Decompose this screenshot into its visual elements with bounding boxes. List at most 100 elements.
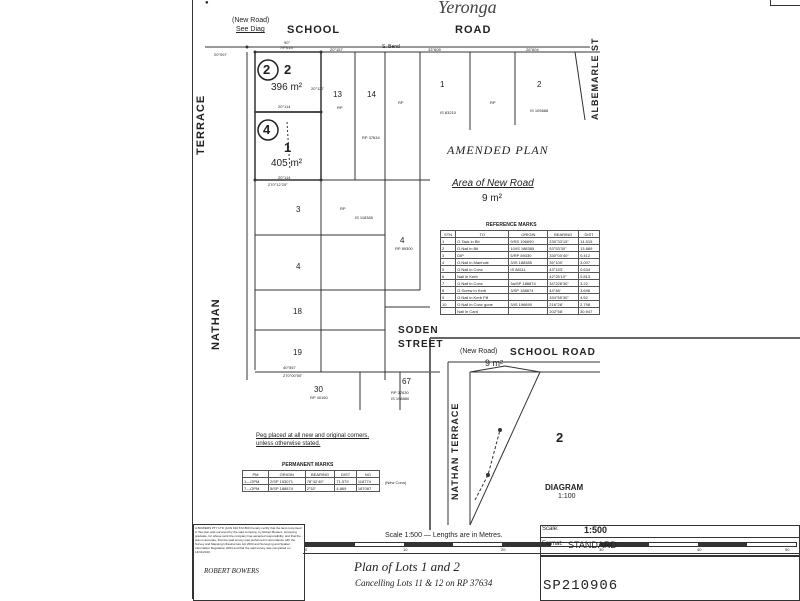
scale-tick-50: 50: [785, 547, 790, 552]
bearing-6: 28°604: [526, 47, 539, 52]
lot-19: 19: [293, 348, 302, 357]
plan-ref-1: RP: [337, 105, 343, 110]
reference_marks-cell: 3: [439, 251, 457, 259]
reference_marks-cell: 3.22: [578, 279, 600, 287]
plan-ref-4: IS 83210: [440, 110, 457, 115]
plan-ref-9: RP 89300: [395, 246, 413, 251]
format-value: STANDARD: [568, 540, 617, 550]
plan-ref-7: RP: [340, 206, 346, 211]
reference_marks-cell: O.Nail in Kerb Fill: [455, 293, 510, 301]
plan-ref-6: IS 105688: [530, 108, 549, 113]
reference_marks-cell: 44°48’: [547, 286, 580, 294]
reference_marks-cell: 0.412: [578, 251, 600, 259]
reference_marks-cell: O.Nail in Conc: [455, 265, 510, 273]
reference_marks-cell: 3/SP 188874: [508, 286, 549, 294]
plan-number: SP210906: [543, 578, 619, 594]
school-road-label-1: SCHOOL: [287, 24, 341, 36]
reference-marks-title: REFERENCE MARKS: [486, 222, 537, 228]
nathan-label: NATHAN: [210, 298, 222, 350]
reference_marks-cell: 3a/SP 188874: [508, 279, 549, 287]
plan-title: Plan of Lots 1 and 2: [354, 559, 460, 574]
reference_marks-cell: 42°25’10”: [547, 272, 580, 280]
reference_marks-cell: O.Nail in Conc gone: [455, 300, 510, 308]
scale-bar: [305, 542, 797, 547]
ref-col-to: TO: [455, 230, 510, 238]
format-label: Format:: [542, 541, 563, 547]
amended-plan-stamp: AMENDED PLAN: [447, 143, 549, 157]
circled-lot-1: 4: [263, 122, 271, 137]
reference_marks-cell: 43°153’: [547, 265, 580, 273]
plan-ref-5: RP: [490, 100, 496, 105]
pm-col-bearing: BEARING: [304, 470, 336, 478]
reference_marks-cell: 9/SS 196690: [508, 237, 549, 245]
permanent_marks-cell: 71.579: [334, 477, 357, 485]
school-road-label-2: ROAD: [455, 24, 492, 36]
permanent_marks-cell: 118774: [355, 477, 381, 485]
plan-ref-10: RP 40160: [310, 395, 328, 400]
permanent_marks-cell: 187087: [355, 484, 381, 492]
reference_marks-cell: O.Nail in Manhole: [455, 258, 510, 266]
plan-ref-8: IS 118385: [355, 215, 373, 220]
reference_marks-cell: IS 88111: [508, 265, 549, 273]
bearing-8: 20°127: [311, 86, 324, 91]
lot-1-number: 1: [284, 140, 292, 155]
pm-col-no: NO: [355, 470, 381, 478]
permanent_marks-cell: 7—OPM: [242, 484, 269, 492]
permanent_marks-cell: 4.869: [334, 484, 357, 492]
plan-ref-12: IS 198880: [391, 396, 410, 401]
s-bend-label: S. Bend: [382, 44, 400, 50]
terrace-label: TERRACE: [195, 94, 207, 155]
reference_marks-cell: [508, 272, 549, 280]
reference_marks-cell: 2: [439, 244, 457, 252]
circled-lot-2: 2: [263, 62, 271, 77]
ref-header-row: STN TO ORIGIN BEARING DIST: [439, 230, 600, 238]
reference_marks-cell: 5/RP 89330: [508, 251, 549, 259]
bearing-5: 33°605: [428, 47, 441, 52]
reference_marks-cell: Nail in Card: [455, 307, 510, 315]
ref-col-origin: ORIGIN: [508, 230, 549, 238]
reference_marks-cell: 330°00’40”: [547, 251, 580, 259]
diagram-area: 9 m²: [485, 358, 503, 368]
reference_marks-cell: [439, 307, 457, 315]
lot-2-east: 2: [537, 80, 542, 89]
pm-col-dist: DIST: [334, 470, 357, 478]
lot-4-east: 4: [400, 236, 405, 245]
page-frame: [192, 0, 800, 599]
lot-1-east: 1: [440, 80, 445, 89]
reference_marks-cell: DIP: [455, 251, 510, 259]
reference_marks-cell: 8: [439, 286, 457, 294]
soden-label-2: STREET: [398, 339, 444, 350]
pm-col-pm: PM: [242, 470, 269, 478]
reference_marks-cell: Nail in Kerb: [455, 272, 510, 280]
reference_marks-cell: 202°58’: [547, 307, 580, 315]
reference_marks-cell: 0.634: [578, 265, 600, 273]
lot-2-number: 2: [284, 62, 292, 77]
lot-13: 13: [333, 90, 342, 99]
pm-col-origin: ORIGIN: [267, 470, 306, 478]
reference_marks-cell: O.Nail in Bit: [455, 244, 510, 252]
reference_marks-cell: 13.889: [578, 244, 600, 252]
lot-3: 3: [296, 205, 301, 214]
reference_marks-cell: 5: [439, 265, 457, 273]
reference_marks-cell: O.Screw in Kerb: [455, 286, 510, 294]
reference_marks-cell: 53°53’30”: [547, 244, 580, 252]
reference_marks-cell: [508, 307, 549, 315]
bearing-2: 79°014: [280, 45, 293, 50]
reference_marks-cell: 3/IS 188385: [508, 258, 549, 266]
pegs-note: Peg placed at all new and original corne…: [256, 433, 370, 447]
surveyor-signature: ROBERT BOWERS: [204, 567, 259, 575]
scale-box-label: Scale:: [542, 526, 559, 532]
area-new-road-value: 9 m²: [482, 193, 502, 204]
ref-col-bearing: BEARING: [547, 230, 580, 238]
scale-tick-10: 10: [403, 547, 408, 552]
surveyor-text: A BOWERS PTY LTD (ACN 010 672 803) hereb…: [195, 526, 302, 554]
